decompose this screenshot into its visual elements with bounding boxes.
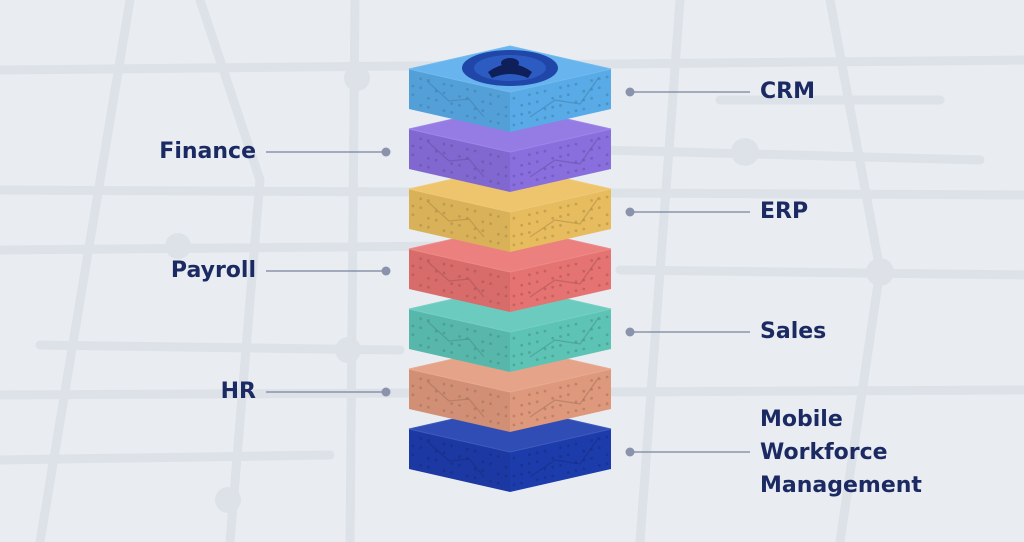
payroll-layer-dots <box>411 255 609 307</box>
label-mwm-line-2: Workforce <box>760 440 888 465</box>
label-erp: ERP <box>760 199 809 224</box>
module-stack <box>408 45 612 492</box>
connector-right-2 <box>625 207 750 217</box>
connector-right-3 <box>625 327 750 337</box>
erp-layer-circuit <box>426 196 600 238</box>
payroll-layer-circuit <box>426 256 600 298</box>
crm-layer-dots <box>411 75 609 127</box>
mobile-workforce-layer-dots <box>411 435 609 487</box>
erp-layer-dots <box>411 195 609 247</box>
label-sales: Sales <box>760 319 827 344</box>
label-payroll: Payroll <box>170 258 256 283</box>
finance-layer-dots <box>411 135 609 187</box>
sales-layer-circuit <box>426 316 600 358</box>
connector-right-1 <box>625 87 750 97</box>
label-hr: HR <box>220 379 256 404</box>
connector-left-1 <box>266 147 391 157</box>
person-circle-icon <box>462 50 558 86</box>
label-mwm-line-3: Management <box>760 473 922 498</box>
connector-right-4 <box>625 447 750 457</box>
label-finance: Finance <box>159 139 256 164</box>
label-crm: CRM <box>760 79 815 104</box>
connector-lines <box>266 87 750 457</box>
hr-layer-dots <box>411 375 609 427</box>
finance-layer-circuit <box>426 136 600 178</box>
label-mwm-line-1: Mobile <box>760 407 843 432</box>
connector-left-2 <box>266 266 391 276</box>
sales-layer-dots <box>411 315 609 367</box>
hr-layer-circuit <box>426 376 600 418</box>
label-mobile-workforce-management: Mobile Workforce Management <box>760 403 960 502</box>
background-map-nodes <box>165 65 894 513</box>
crm-layer-circuit <box>426 76 600 118</box>
mobile-workforce-layer-circuit <box>426 436 600 478</box>
connector-left-3 <box>266 387 391 397</box>
